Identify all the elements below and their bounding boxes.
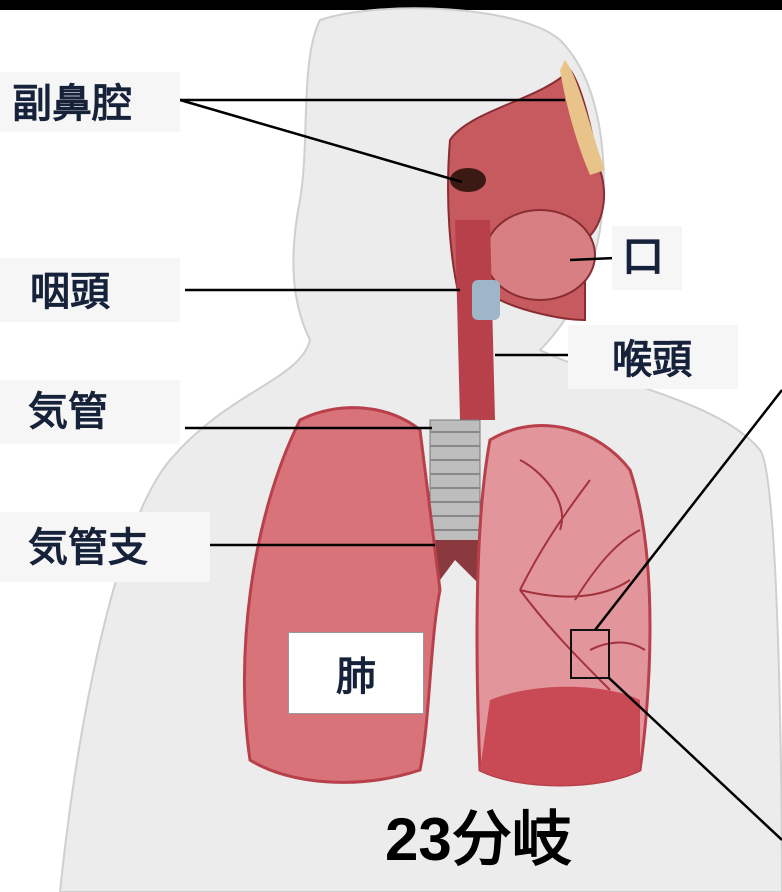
mouth-cavity	[485, 210, 595, 300]
pharynx-label: 咽頭	[30, 272, 110, 312]
bronchus-label: 気管支	[28, 528, 148, 568]
mouth-label: 口	[622, 236, 664, 278]
larynx-label: 喉頭	[612, 340, 692, 380]
trachea-tube	[430, 420, 480, 545]
trachea-label: 気管	[28, 392, 108, 432]
lung-label: 肺	[288, 632, 424, 714]
sinus-label: 副鼻腔	[12, 84, 132, 124]
right-lung-lower	[480, 687, 640, 785]
larynx-structure	[472, 280, 500, 320]
branching-caption: 23分岐	[385, 810, 572, 870]
